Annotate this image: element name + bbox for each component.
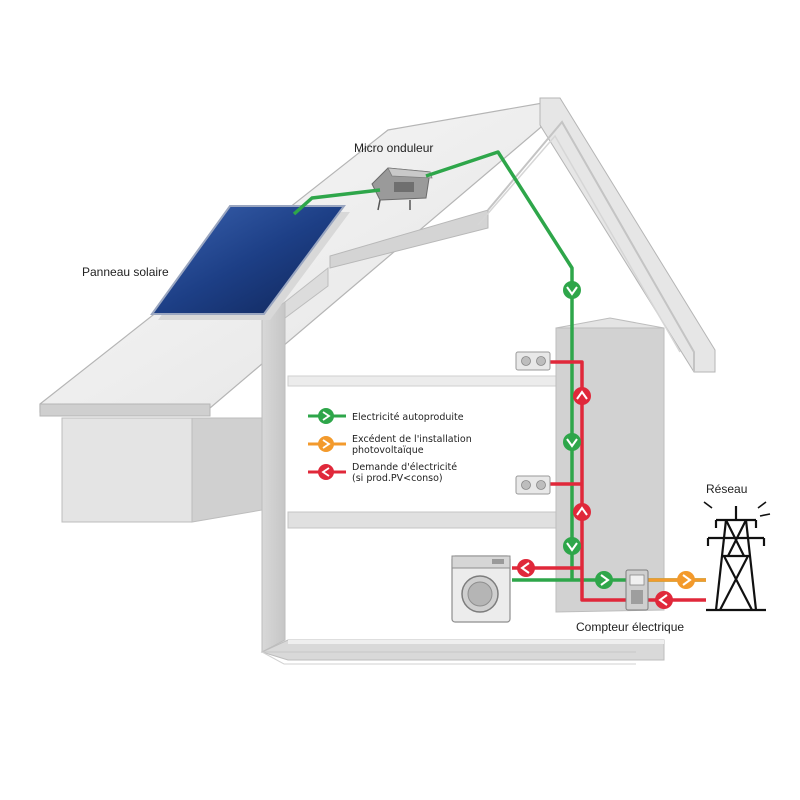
micro-inverter-label: Micro onduleur <box>354 141 433 155</box>
annex-block <box>61 417 263 523</box>
solar-panel-label: Panneau solaire <box>82 265 169 279</box>
flow-marker-green-1 <box>563 281 581 299</box>
flow-marker-orange <box>677 571 695 589</box>
flow-marker-red-2 <box>573 503 591 521</box>
flow-marker-green-4 <box>595 571 613 589</box>
electric-meter <box>625 569 649 611</box>
legend-label-surplus-line2: photovoltaïque <box>352 445 424 456</box>
legend-item-surplus: Excédent de l'installation photovoltaïqu… <box>308 434 472 456</box>
washing-machine <box>451 555 511 623</box>
micro-inverter-device <box>371 167 433 211</box>
electricity-pylon-icon <box>703 501 771 612</box>
legend-label-demand-line1: Demande d'électricité <box>352 462 457 473</box>
flow-marker-green-2 <box>563 433 581 451</box>
legend-label-surplus-line1: Excédent de l'installation <box>352 434 472 445</box>
flow-marker-red-4 <box>655 591 673 609</box>
legend-label-self-produced: Electricité autoproduite <box>352 412 464 423</box>
legend-item-demand: Demande d'électricité (si prod.PV<conso) <box>308 462 457 484</box>
legend-label-demand-line2: (si prod.PV<conso) <box>352 473 443 484</box>
wall-outlet-upper <box>515 351 551 371</box>
flow-marker-red-3 <box>517 559 535 577</box>
solar-panel <box>150 205 350 320</box>
grid-label: Réseau <box>706 482 747 496</box>
legend: Electricité autoproduite Excédent de l'i… <box>308 408 472 484</box>
legend-item-self-produced: Electricité autoproduite <box>308 408 464 424</box>
wall-outlet-lower <box>515 475 551 495</box>
flow-marker-red-1 <box>573 387 591 405</box>
flow-marker-green-3 <box>563 537 581 555</box>
meter-label: Compteur électrique <box>576 620 684 634</box>
